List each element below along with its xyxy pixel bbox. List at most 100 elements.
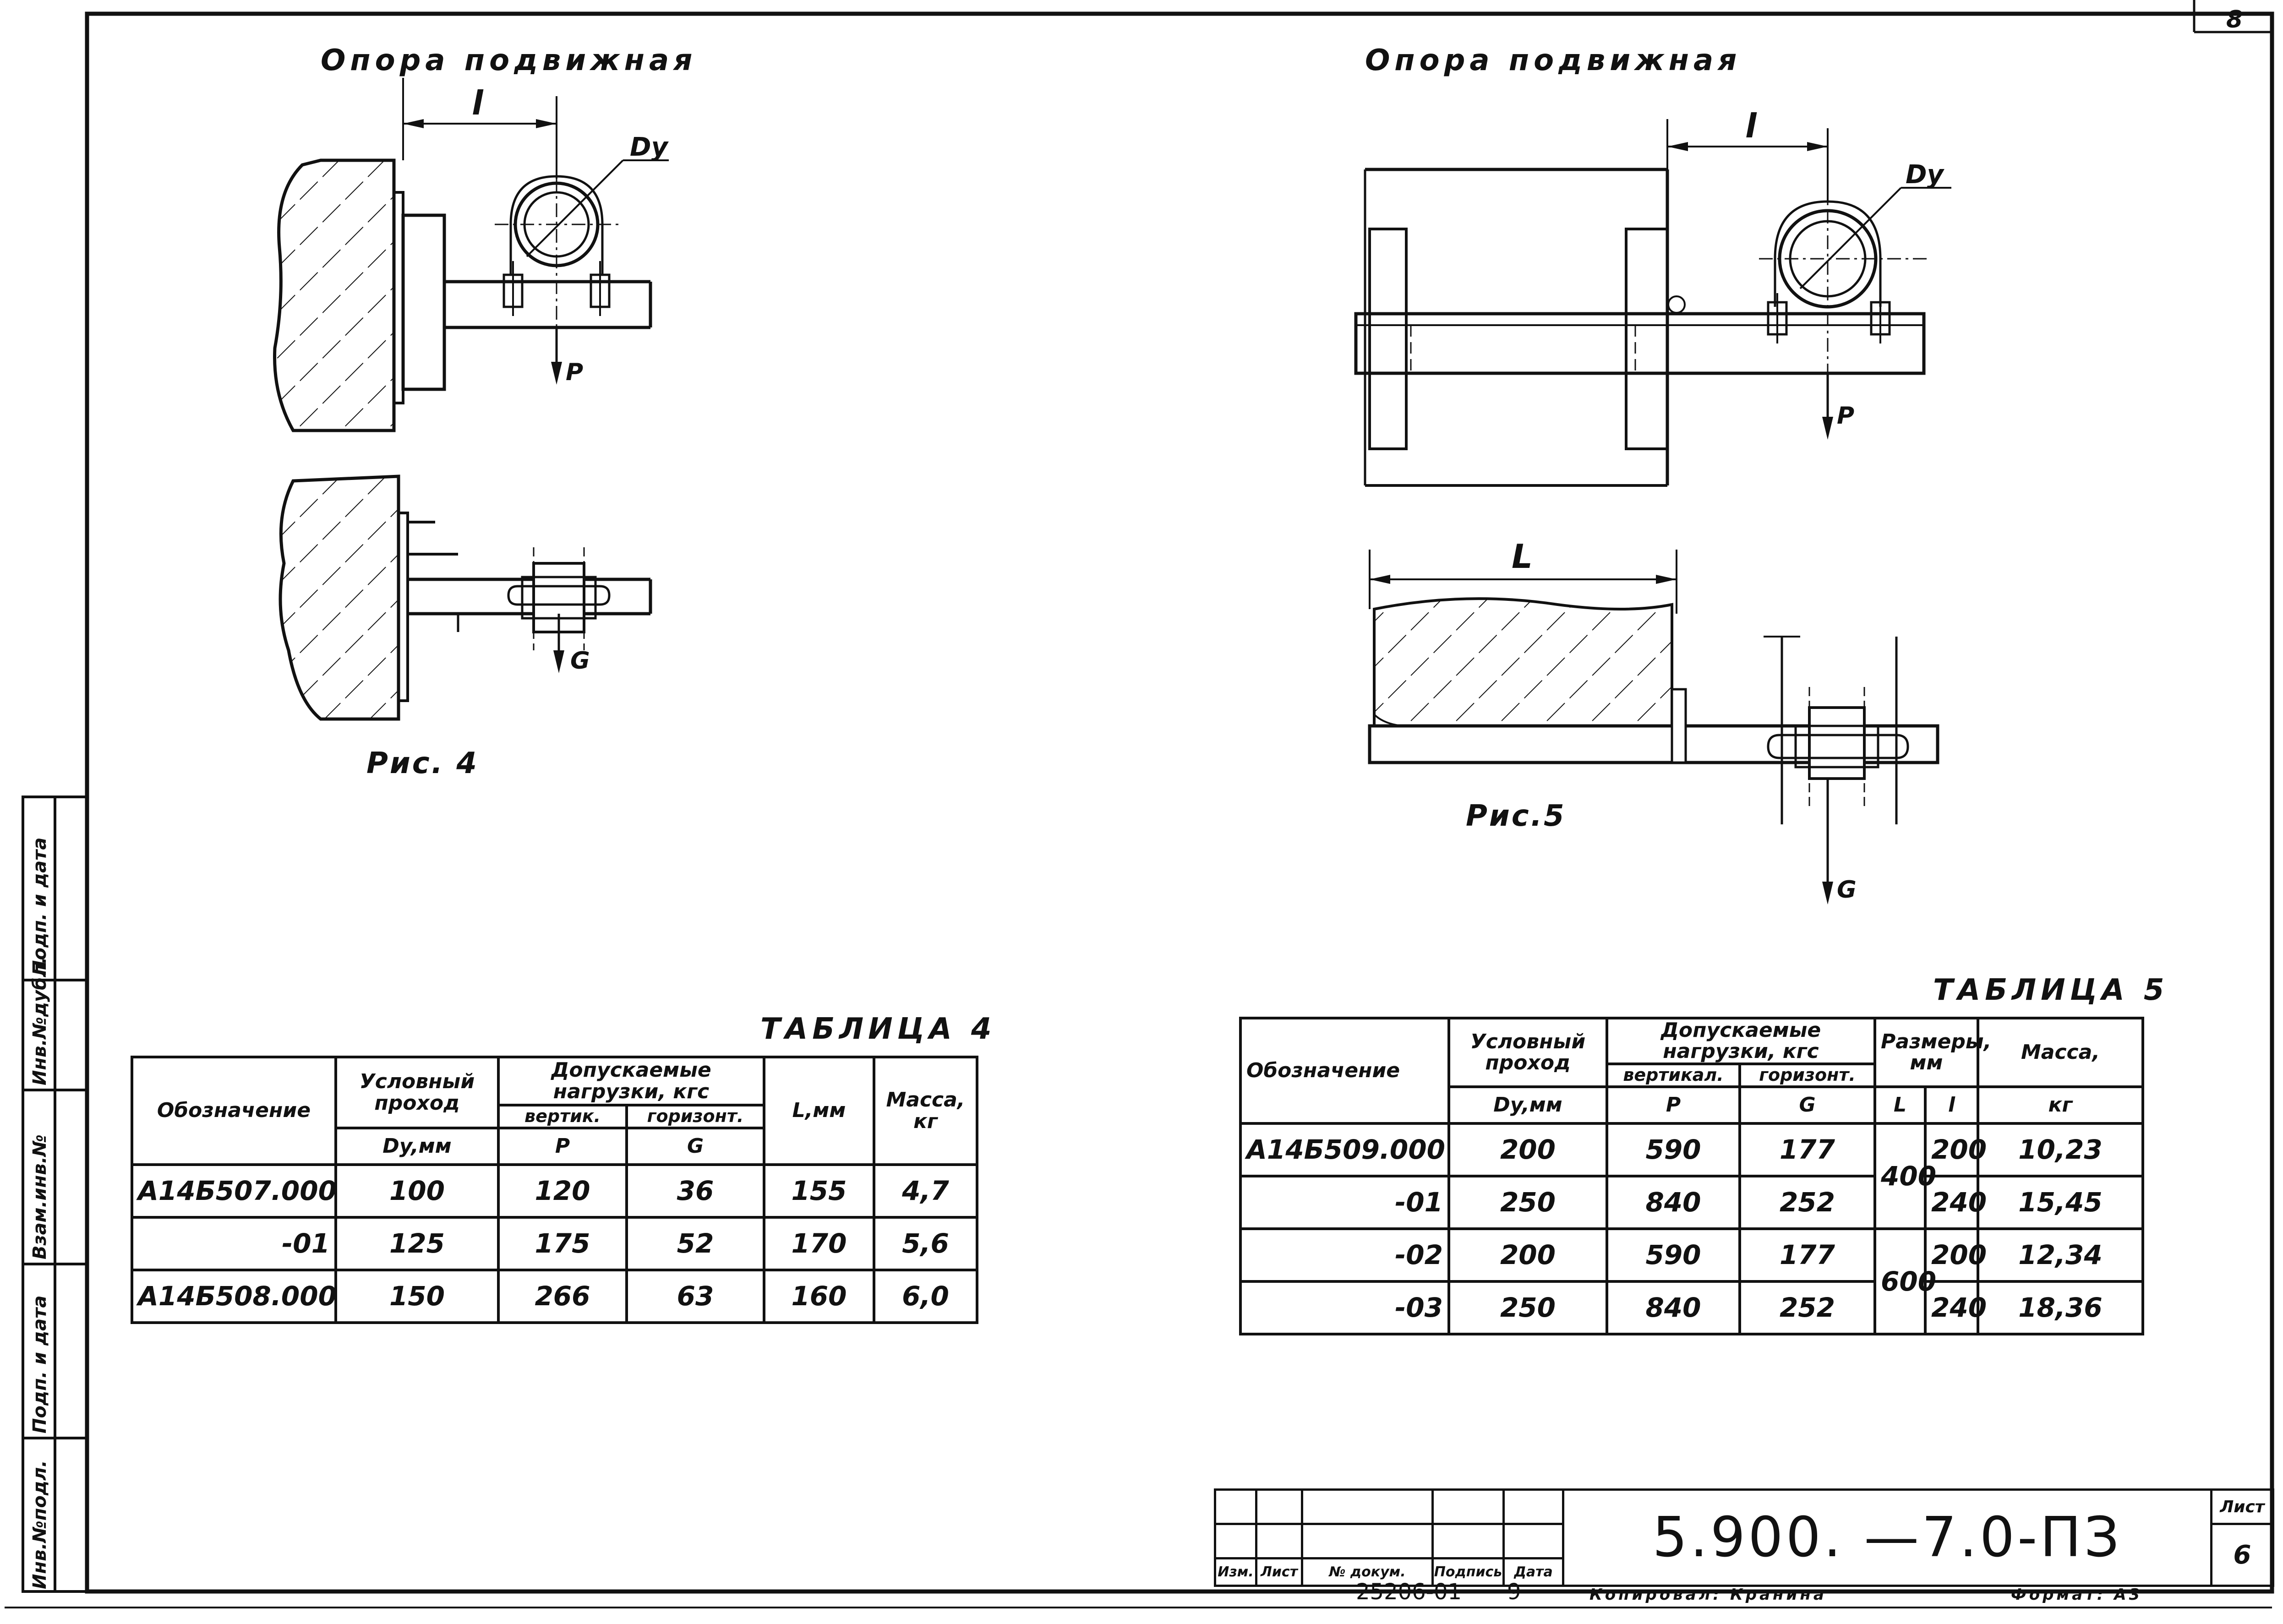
- t4-r1-dy: 125: [334, 1216, 500, 1271]
- table4-title: ТАБЛИЦА 4: [760, 1012, 996, 1046]
- figure5-title: Опора подвижная: [1365, 44, 1742, 77]
- t5-h-bore-unit: Dy,мм: [1447, 1085, 1608, 1125]
- table-row: -01 125 175 52 170 5,6: [131, 1216, 978, 1271]
- figure5-top-view: l Dy P: [1354, 107, 1951, 487]
- archive-page: 9: [1507, 1579, 1521, 1605]
- corner-number: 8: [2226, 6, 2243, 33]
- t4-r2-l: 160: [763, 1269, 875, 1324]
- t5-r0-l: 200: [1924, 1122, 1987, 1177]
- t4-r0-mass: 4,7: [873, 1163, 978, 1219]
- t5-h-dims: Размеры, мм: [1873, 1017, 1991, 1088]
- table5-title: ТАБЛИЦА 5: [1933, 973, 2169, 1007]
- t4-r2-g: 63: [625, 1269, 765, 1324]
- t5-h-designation: Обозначение: [1239, 1017, 1450, 1125]
- format-label: Формат: А3: [2011, 1586, 2143, 1604]
- t5-h-mass-unit: кг: [1976, 1085, 2145, 1125]
- fig5-L-label: L: [1512, 537, 1533, 576]
- table-row: -03 250 840 252 240 18,36: [1239, 1280, 2145, 1335]
- t4-r0-l: 155: [763, 1163, 875, 1219]
- archive-number: 25206-01: [1356, 1579, 1462, 1605]
- t5-r0-g: 177: [1738, 1122, 1876, 1177]
- side-label-1: Подп. и дата: [29, 1296, 50, 1433]
- t5-r1-p: 840: [1606, 1175, 1741, 1230]
- t5-r0-dy: 200: [1447, 1122, 1608, 1177]
- t5-r2-designation: -02: [1239, 1227, 1450, 1283]
- t5-h-l: l: [1924, 1085, 1979, 1125]
- t4-r1-p: 175: [497, 1216, 628, 1271]
- t5-r3-g: 252: [1738, 1280, 1876, 1335]
- t4-r1-g: 52: [625, 1216, 765, 1271]
- side-labels: Инв.№подл. Подп. и дата Взам.инв.№ Инв.№…: [29, 838, 50, 1589]
- table-row: А14Б509.000 200 590 177 400 200 10,23: [1239, 1122, 2145, 1230]
- t4-r0-g: 36: [625, 1163, 765, 1219]
- fig4-g-label: G: [570, 647, 590, 675]
- t4-h-vertical: вертик.: [497, 1104, 628, 1129]
- t4-r2-designation: А14Б508.000: [131, 1269, 337, 1324]
- t4-r1-designation: -01: [131, 1216, 337, 1271]
- figure4-title: Опора подвижная: [321, 44, 697, 77]
- t5-r3-mass: 18,36: [1976, 1280, 2145, 1335]
- figure5-plan-view: L G: [1368, 537, 1939, 905]
- t5-h-horizontal: горизонт.: [1738, 1063, 1876, 1088]
- table4: Обозначение Условный проход Допускаемые …: [131, 1056, 978, 1324]
- stamp-col-date: Дата: [1502, 1557, 1564, 1587]
- t5-r3-designation: -03: [1239, 1280, 1450, 1335]
- t5-h-p: P: [1606, 1085, 1741, 1125]
- t5-r1-designation: -01: [1239, 1175, 1450, 1230]
- t4-r0-designation: А14Б507.000: [131, 1163, 337, 1219]
- t4-r0-dy: 100: [334, 1163, 500, 1219]
- t4-h-horizontal: горизонт.: [625, 1104, 765, 1129]
- side-label-3: Инв.№дубл.: [29, 957, 50, 1085]
- t5-h-mass: Масса,: [1976, 1017, 2145, 1088]
- figure5-caption: Рис.5: [1466, 799, 1566, 833]
- t5-r3-l: 240: [1924, 1280, 1987, 1335]
- t4-r1-l: 170: [763, 1216, 875, 1271]
- binding-strip: [22, 796, 88, 1593]
- stamp-col-change: Изм.: [1214, 1557, 1257, 1587]
- t5-L-group-0: 400: [1873, 1122, 1936, 1230]
- table-row: А14Б508.000 150 266 63 160 6,0: [131, 1269, 978, 1324]
- t4-h-mass: Масса, кг: [873, 1056, 978, 1166]
- t4-h-loads: Допускаемые нагрузки, кгс: [497, 1056, 765, 1106]
- t4-h-g: G: [625, 1127, 765, 1166]
- t5-h-g: G: [1738, 1085, 1876, 1125]
- document-code: 5.900. —7.0-ПЗ: [1562, 1488, 2212, 1587]
- t5-r0-designation: А14Б509.000: [1239, 1122, 1450, 1177]
- t5-r0-p: 590: [1606, 1122, 1741, 1177]
- figure4-caption: Рис. 4: [366, 747, 479, 780]
- fig5-g-label: G: [1837, 876, 1857, 904]
- t5-h-loads: Допускаемые нагрузки, кгс: [1606, 1017, 1876, 1065]
- fig4-dy-label: Dy: [630, 132, 669, 162]
- figure4-plan-view: G: [279, 474, 652, 721]
- fig5-p-label: P: [1837, 402, 1854, 430]
- stamp-col-sign: Подпись: [1431, 1557, 1505, 1587]
- t5-r1-dy: 250: [1447, 1175, 1608, 1230]
- t4-r2-p: 266: [497, 1269, 628, 1324]
- t5-r0-mass: 10,23: [1976, 1122, 2145, 1177]
- t5-h-L: L: [1873, 1085, 1927, 1125]
- sheet-label: Лист: [2210, 1488, 2274, 1525]
- t5-L-group-1: 600: [1873, 1227, 1936, 1335]
- t5-r1-l: 240: [1924, 1175, 1987, 1230]
- fig5-l-label: l: [1745, 107, 1757, 145]
- t5-r1-mass: 15,45: [1976, 1175, 2145, 1230]
- t5-h-bore: Условный проход: [1447, 1017, 1608, 1088]
- side-label-4: Подп. и дата: [29, 838, 50, 975]
- table-row: А14Б507.000 100 120 36 155 4,7: [131, 1163, 978, 1219]
- t5-r2-p: 590: [1606, 1227, 1741, 1283]
- t4-h-bore: Условный проход: [334, 1056, 500, 1129]
- table-row: -01 250 840 252 240 15,45: [1239, 1175, 2145, 1230]
- t5-r3-dy: 250: [1447, 1280, 1608, 1335]
- t5-r2-dy: 200: [1447, 1227, 1608, 1283]
- copied-by: Копировал: Кранина: [1589, 1586, 1827, 1604]
- side-label-2: Взам.инв.№: [29, 1134, 50, 1259]
- stamp-col-doc: № докум.: [1301, 1557, 1434, 1587]
- table5: Обозначение Условный проход Допускаемые …: [1239, 1017, 2145, 1335]
- t5-r3-p: 840: [1606, 1280, 1741, 1335]
- fig4-p-label: P: [566, 359, 583, 386]
- sheet-number: 6: [2210, 1523, 2274, 1587]
- table-row: -02 200 590 177 600 200 12,34: [1239, 1227, 2145, 1335]
- t5-r2-g: 177: [1738, 1227, 1876, 1283]
- t4-h-bore-unit: Dy,мм: [334, 1127, 500, 1166]
- t4-h-designation: Обозначение: [131, 1056, 337, 1166]
